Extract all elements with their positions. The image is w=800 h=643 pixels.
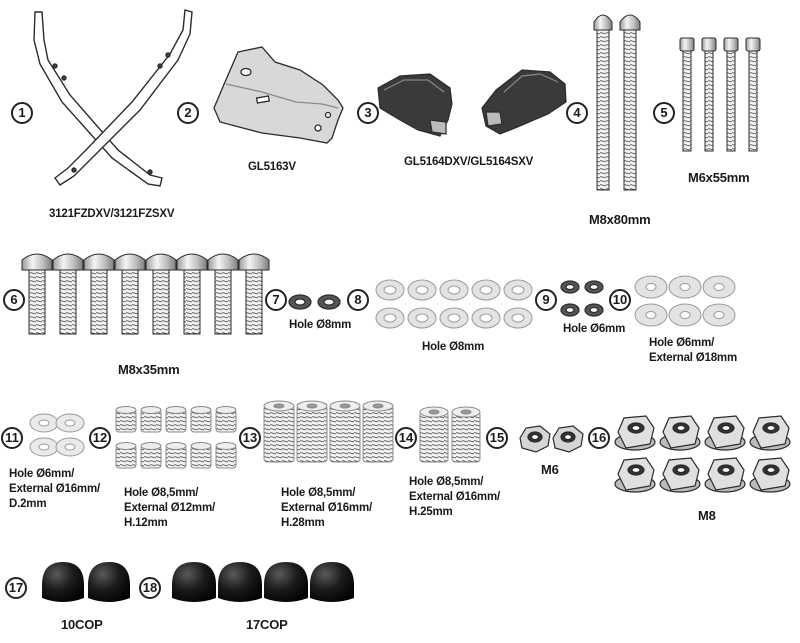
item-number-12: 12 bbox=[89, 427, 111, 449]
item-number-17: 17 bbox=[5, 577, 27, 599]
x-bracket-icon bbox=[33, 9, 193, 187]
hand-guard-right-icon bbox=[481, 69, 567, 135]
label-item-13-line1: Hole Ø8,5mm/ bbox=[281, 487, 356, 499]
screw-m6x55-icon bbox=[679, 37, 761, 152]
label-item-11-line3: D.2mm bbox=[9, 498, 47, 510]
spacer-h25-icon bbox=[419, 406, 481, 463]
washer-m6-ext16-icon bbox=[29, 413, 85, 457]
item-number-1: 1 bbox=[11, 102, 33, 124]
label-item-1: 3121FZDXV/3121FZSXV bbox=[49, 208, 175, 220]
cap-17cop-icon bbox=[172, 562, 354, 602]
label-item-4: M8x80mm bbox=[589, 212, 651, 227]
label-item-14-line3: H.25mm bbox=[409, 506, 453, 518]
lock-washer-m6-icon bbox=[560, 280, 604, 317]
item-number-11: 11 bbox=[1, 427, 23, 449]
label-item-13-line3: H.28mm bbox=[281, 517, 325, 529]
label-item-12-line3: H.12mm bbox=[124, 517, 168, 529]
hand-guard-left-icon bbox=[377, 73, 453, 137]
bolt-m8x80-icon bbox=[593, 14, 641, 191]
label-item-13-line2: External Ø16mm/ bbox=[281, 502, 372, 514]
label-item-6: M8x35mm bbox=[118, 362, 180, 377]
nut-m6-icon bbox=[519, 425, 584, 453]
item-number-2: 2 bbox=[177, 102, 199, 124]
label-item-10-line1: Hole Ø6mm/ bbox=[649, 337, 715, 349]
mounting-plate-icon bbox=[213, 46, 344, 144]
label-item-16: M8 bbox=[698, 508, 716, 523]
spacer-h28-icon bbox=[263, 400, 394, 463]
label-item-3: GL5164DXV/GL5164SXV bbox=[404, 156, 534, 168]
label-item-14-line2: External Ø16mm/ bbox=[409, 491, 500, 503]
item-number-16: 16 bbox=[588, 427, 610, 449]
label-item-15: M6 bbox=[541, 462, 559, 477]
cap-10cop-icon bbox=[42, 562, 130, 602]
item-number-10: 10 bbox=[609, 289, 631, 311]
item-number-15: 15 bbox=[486, 427, 508, 449]
item-number-5: 5 bbox=[653, 102, 675, 124]
label-item-12-line1: Hole Ø8,5mm/ bbox=[124, 487, 199, 499]
washer-m6-ext18-icon bbox=[634, 275, 736, 327]
label-item-5: M6x55mm bbox=[688, 170, 750, 185]
nut-m8-icon bbox=[614, 415, 791, 493]
label-item-10-line2: External Ø18mm bbox=[649, 352, 737, 364]
bolt-m8x35-icon bbox=[21, 253, 270, 335]
label-item-11-line1: Hole Ø6mm/ bbox=[9, 468, 75, 480]
lock-washer-m8-icon bbox=[288, 294, 341, 310]
item-number-14: 14 bbox=[395, 427, 417, 449]
item-number-8: 8 bbox=[347, 289, 369, 311]
item-number-7: 7 bbox=[265, 289, 287, 311]
item-number-13: 13 bbox=[239, 427, 261, 449]
label-item-7: Hole Ø8mm bbox=[289, 319, 352, 331]
label-item-9: Hole Ø6mm bbox=[563, 323, 626, 335]
label-item-17: 10COP bbox=[61, 617, 103, 632]
label-item-12-line2: External Ø12mm/ bbox=[124, 502, 215, 514]
label-item-11-line2: External Ø16mm/ bbox=[9, 483, 100, 495]
flat-washer-m8-icon bbox=[375, 279, 533, 329]
spacer-h12-icon bbox=[115, 406, 237, 469]
item-number-3: 3 bbox=[357, 102, 379, 124]
item-number-6: 6 bbox=[3, 289, 25, 311]
item-number-4: 4 bbox=[566, 102, 588, 124]
item-number-18: 18 bbox=[139, 577, 161, 599]
label-item-18: 17COP bbox=[246, 617, 288, 632]
label-item-2: GL5163V bbox=[248, 161, 296, 173]
label-item-14-line1: Hole Ø8,5mm/ bbox=[409, 476, 484, 488]
item-number-9: 9 bbox=[535, 289, 557, 311]
label-item-8: Hole Ø8mm bbox=[422, 341, 485, 353]
